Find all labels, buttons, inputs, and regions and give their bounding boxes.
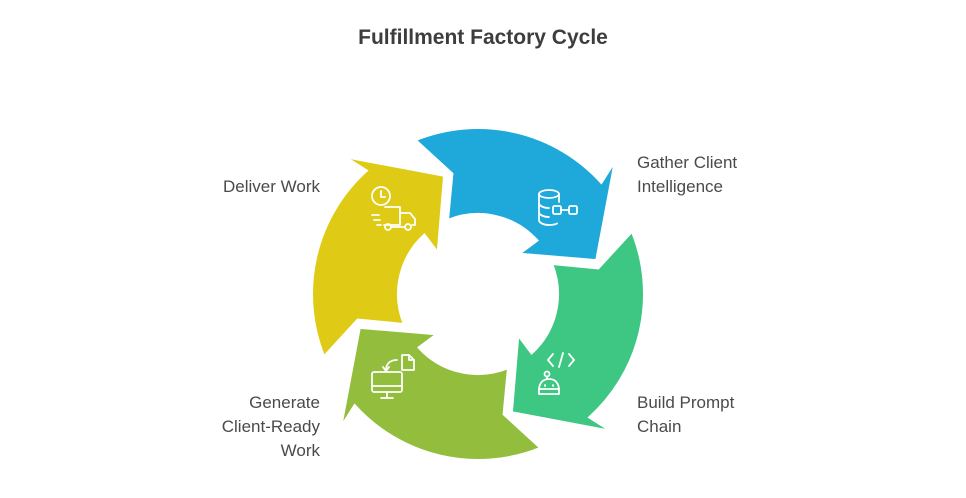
database-link-icon: [538, 189, 578, 226]
label-line: Chain: [637, 417, 682, 436]
diagram-title: Fulfillment Factory Cycle: [358, 26, 608, 49]
arrow-deliver-work: [311, 156, 446, 359]
step-label-build-prompt-chain: Build Prompt Chain: [637, 391, 734, 439]
arrow-generate-client-ready-work: [340, 326, 543, 461]
label-line: Gather Client: [637, 153, 738, 172]
label-line: Deliver Work: [223, 177, 320, 196]
arrow-gather-client-intelligence: [413, 127, 616, 262]
arrow-build-prompt-chain: [510, 229, 645, 432]
monitor-document-icon: [371, 354, 415, 399]
label-line: Generate: [249, 393, 320, 412]
label-line: Work: [280, 441, 320, 460]
step-label-gather-client-intelligence: Gather Client Intelligence: [637, 151, 737, 199]
label-line: Client-Ready: [221, 417, 320, 436]
label-line: Intelligence: [637, 177, 724, 196]
delivery-truck-clock-icon: [371, 186, 416, 231]
robot-code-icon: [538, 352, 575, 395]
label-line: Build Prompt: [637, 393, 735, 412]
step-label-deliver-work: Deliver Work: [223, 175, 320, 199]
step-label-generate-client-ready-work: Generate Client-Ready Work: [222, 391, 320, 463]
